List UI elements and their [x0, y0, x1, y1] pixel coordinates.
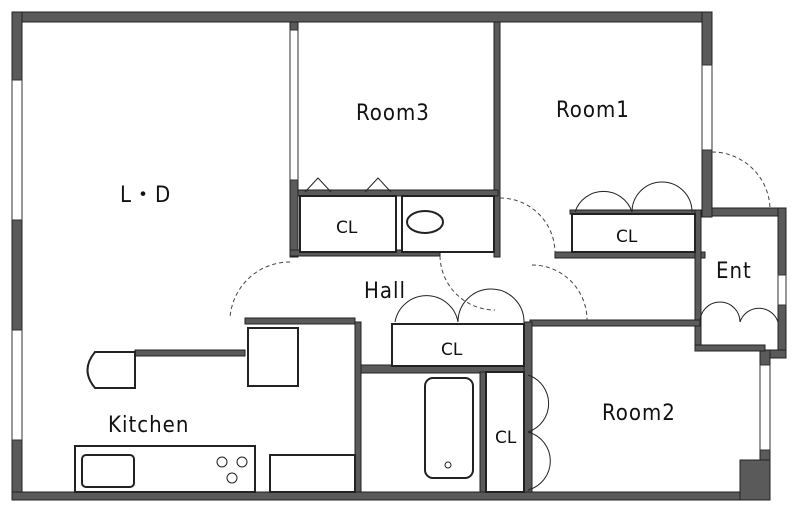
label-room3: Room3 [356, 101, 430, 126]
wall-hall-bottom-left [244, 317, 356, 325]
washbasin [269, 454, 356, 493]
washing-machine-pan [247, 327, 299, 387]
window-room3 [289, 29, 299, 181]
label-room2-closet: CL [495, 428, 517, 448]
window-room1 [701, 64, 713, 151]
bathtub-drain-icon [444, 461, 452, 469]
closet-doors-hall [394, 288, 525, 323]
room2-closet [485, 371, 525, 493]
closet-doors-room1 [574, 181, 693, 213]
stove-icon [216, 456, 248, 484]
window-room2 [759, 364, 771, 451]
door-ld-swing [229, 261, 291, 319]
label-room3-closet: CL [336, 218, 358, 238]
wall-room2-left [523, 321, 533, 493]
refrigerator [86, 351, 136, 389]
door-room1-swing [499, 197, 556, 254]
toilet-icon [406, 210, 444, 234]
window-ld-upper [11, 79, 23, 221]
window-ent [777, 274, 787, 306]
door-toilet-swing [439, 255, 496, 311]
hall-closet [391, 323, 525, 367]
wall-bottom [11, 491, 771, 501]
wall-room2-top [529, 319, 701, 327]
wall-kitchen-top [134, 349, 246, 357]
wall-top [11, 11, 713, 23]
closet-doors-ent [699, 301, 779, 323]
door-ent-swing [711, 151, 771, 211]
room3-closet [299, 195, 397, 253]
wall-room3-bottom [297, 189, 499, 197]
label-ld: L・D [120, 183, 171, 208]
closet-doors-room3 [304, 177, 392, 193]
window-ld-lower [11, 329, 23, 441]
room1-closet [571, 213, 696, 253]
wall-ent-top [711, 207, 785, 217]
windows [11, 29, 787, 451]
door-room2-swing [531, 264, 588, 321]
wall-corner [739, 459, 771, 501]
wall-ent-lower [694, 344, 766, 352]
kitchen-sink [81, 454, 135, 488]
label-hall-closet: CL [441, 340, 463, 360]
doors [229, 151, 779, 491]
label-hall: Hall [364, 279, 406, 304]
label-room1-closet: CL [616, 227, 638, 247]
bathtub [424, 377, 474, 479]
wall-bath-left [354, 321, 362, 493]
label-kitchen: Kitchen [108, 413, 189, 438]
label-ent: Ent [716, 259, 752, 284]
closet-doors-room2 [527, 374, 551, 491]
label-room2: Room2 [602, 401, 676, 426]
label-room1: Room1 [556, 98, 630, 123]
wall-room3-room1 [493, 21, 501, 258]
